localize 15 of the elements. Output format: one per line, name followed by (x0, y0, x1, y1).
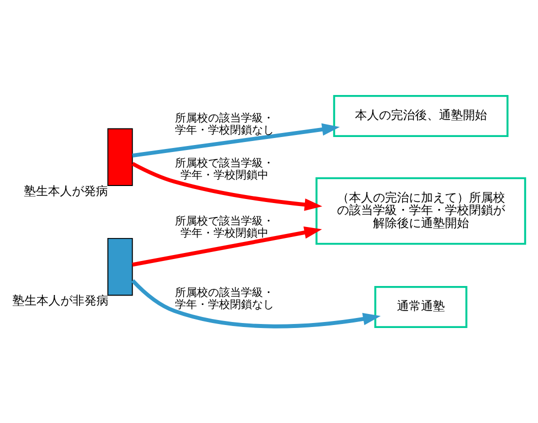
node-person (107, 238, 133, 296)
node-box: 通常通塾 (374, 286, 468, 328)
edge-label: 所属校で該当学級・学年・学校閉鎖中 (174, 156, 274, 182)
edge-label: 所属校の該当学級・学年・学校閉鎖なし (174, 286, 274, 311)
node-box: （本人の完治に加えて）所属校の該当学級・学年・学校閉鎖が解除後に通塾開始 (316, 177, 526, 245)
edge-label: 所属校で該当学級・学年・学校閉鎖中 (174, 214, 274, 240)
node-person (107, 128, 133, 186)
node-box: 本人の完治後、通塾開始 (333, 94, 508, 138)
node-label: 塾生本人が非発病 (12, 294, 108, 308)
arrow (131, 279, 381, 328)
arrow (132, 123, 340, 158)
arrow (132, 162, 322, 211)
edge-label: 所属校の該当学級・学年・学校閉鎖なし (174, 112, 274, 136)
node-label: 塾生本人が発病 (24, 184, 108, 198)
arrow (132, 226, 322, 267)
